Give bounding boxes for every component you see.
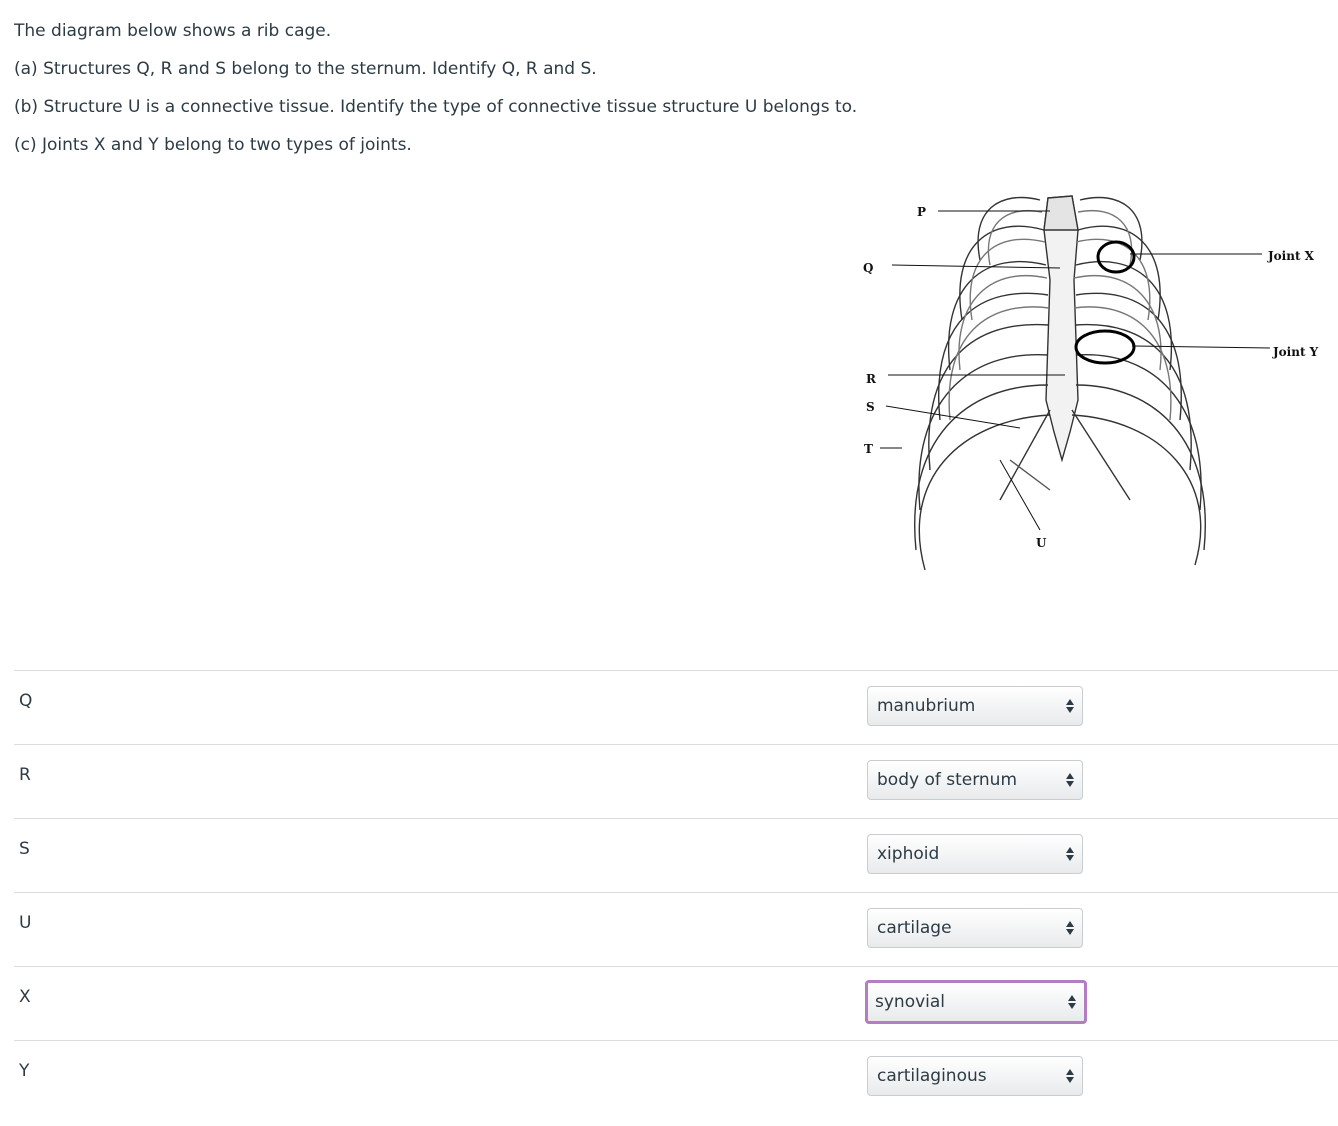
answer-row-label: U <box>19 913 32 933</box>
label-q: Q <box>863 261 873 275</box>
answer-row-s: S xiphoid <box>14 818 1338 893</box>
answer-row-label: Y <box>19 1061 30 1081</box>
label-joint-y: Joint Y <box>1272 345 1319 359</box>
question-part-c: (c) Joints X and Y belong to two types o… <box>14 135 412 155</box>
label-u: U <box>1036 536 1047 550</box>
select-arrows-icon <box>1066 921 1074 935</box>
select-value: cartilaginous <box>877 1066 987 1086</box>
answer-row-label: X <box>19 987 31 1007</box>
select-value: manubrium <box>877 696 976 716</box>
answer-select-r[interactable]: body of sternum <box>867 760 1083 800</box>
select-value: body of sternum <box>877 770 1018 790</box>
question-intro: The diagram below shows a rib cage. <box>14 21 332 41</box>
select-arrows-icon <box>1066 847 1074 861</box>
answer-select-u[interactable]: cartilage <box>867 908 1083 948</box>
joint-y-circle <box>1074 329 1136 365</box>
label-pointer-lines <box>880 210 1271 531</box>
answer-row-label: R <box>19 765 31 785</box>
answer-select-s[interactable]: xiphoid <box>867 834 1083 874</box>
answer-row-label: S <box>19 839 30 859</box>
answer-select-x[interactable]: synovial <box>865 980 1087 1024</box>
joint-x-circle <box>1096 240 1136 274</box>
question-part-a: (a) Structures Q, R and S belong to the … <box>14 59 597 79</box>
answer-select-q[interactable]: manubrium <box>867 686 1083 726</box>
answer-select-y[interactable]: cartilaginous <box>867 1056 1083 1096</box>
select-arrows-icon <box>1068 995 1076 1009</box>
label-p: P <box>917 205 926 219</box>
select-value: cartilage <box>877 918 952 938</box>
answer-row-r: R body of sternum <box>14 744 1338 819</box>
answer-row-y: Y cartilaginous <box>14 1040 1338 1115</box>
answer-row-u: U cartilage <box>14 892 1338 967</box>
select-arrows-icon <box>1066 1069 1074 1083</box>
label-joint-x: Joint X <box>1267 249 1315 263</box>
question-part-b: (b) Structure U is a connective tissue. … <box>14 97 858 117</box>
select-value: xiphoid <box>877 844 940 864</box>
label-t: T <box>864 442 873 456</box>
answer-row-label: Q <box>19 691 33 711</box>
select-arrows-icon <box>1066 773 1074 787</box>
answer-row-q: Q manubrium <box>14 670 1338 745</box>
select-value: synovial <box>875 992 946 1012</box>
label-r: R <box>866 372 877 386</box>
rib-cage-illustration <box>914 195 1206 571</box>
answer-row-x: X synovial <box>14 966 1338 1041</box>
select-arrows-icon <box>1066 699 1074 713</box>
rib-cage-diagram: P Q R S T U Joint X Joint Y <box>863 195 1319 571</box>
label-s: S <box>866 400 875 414</box>
